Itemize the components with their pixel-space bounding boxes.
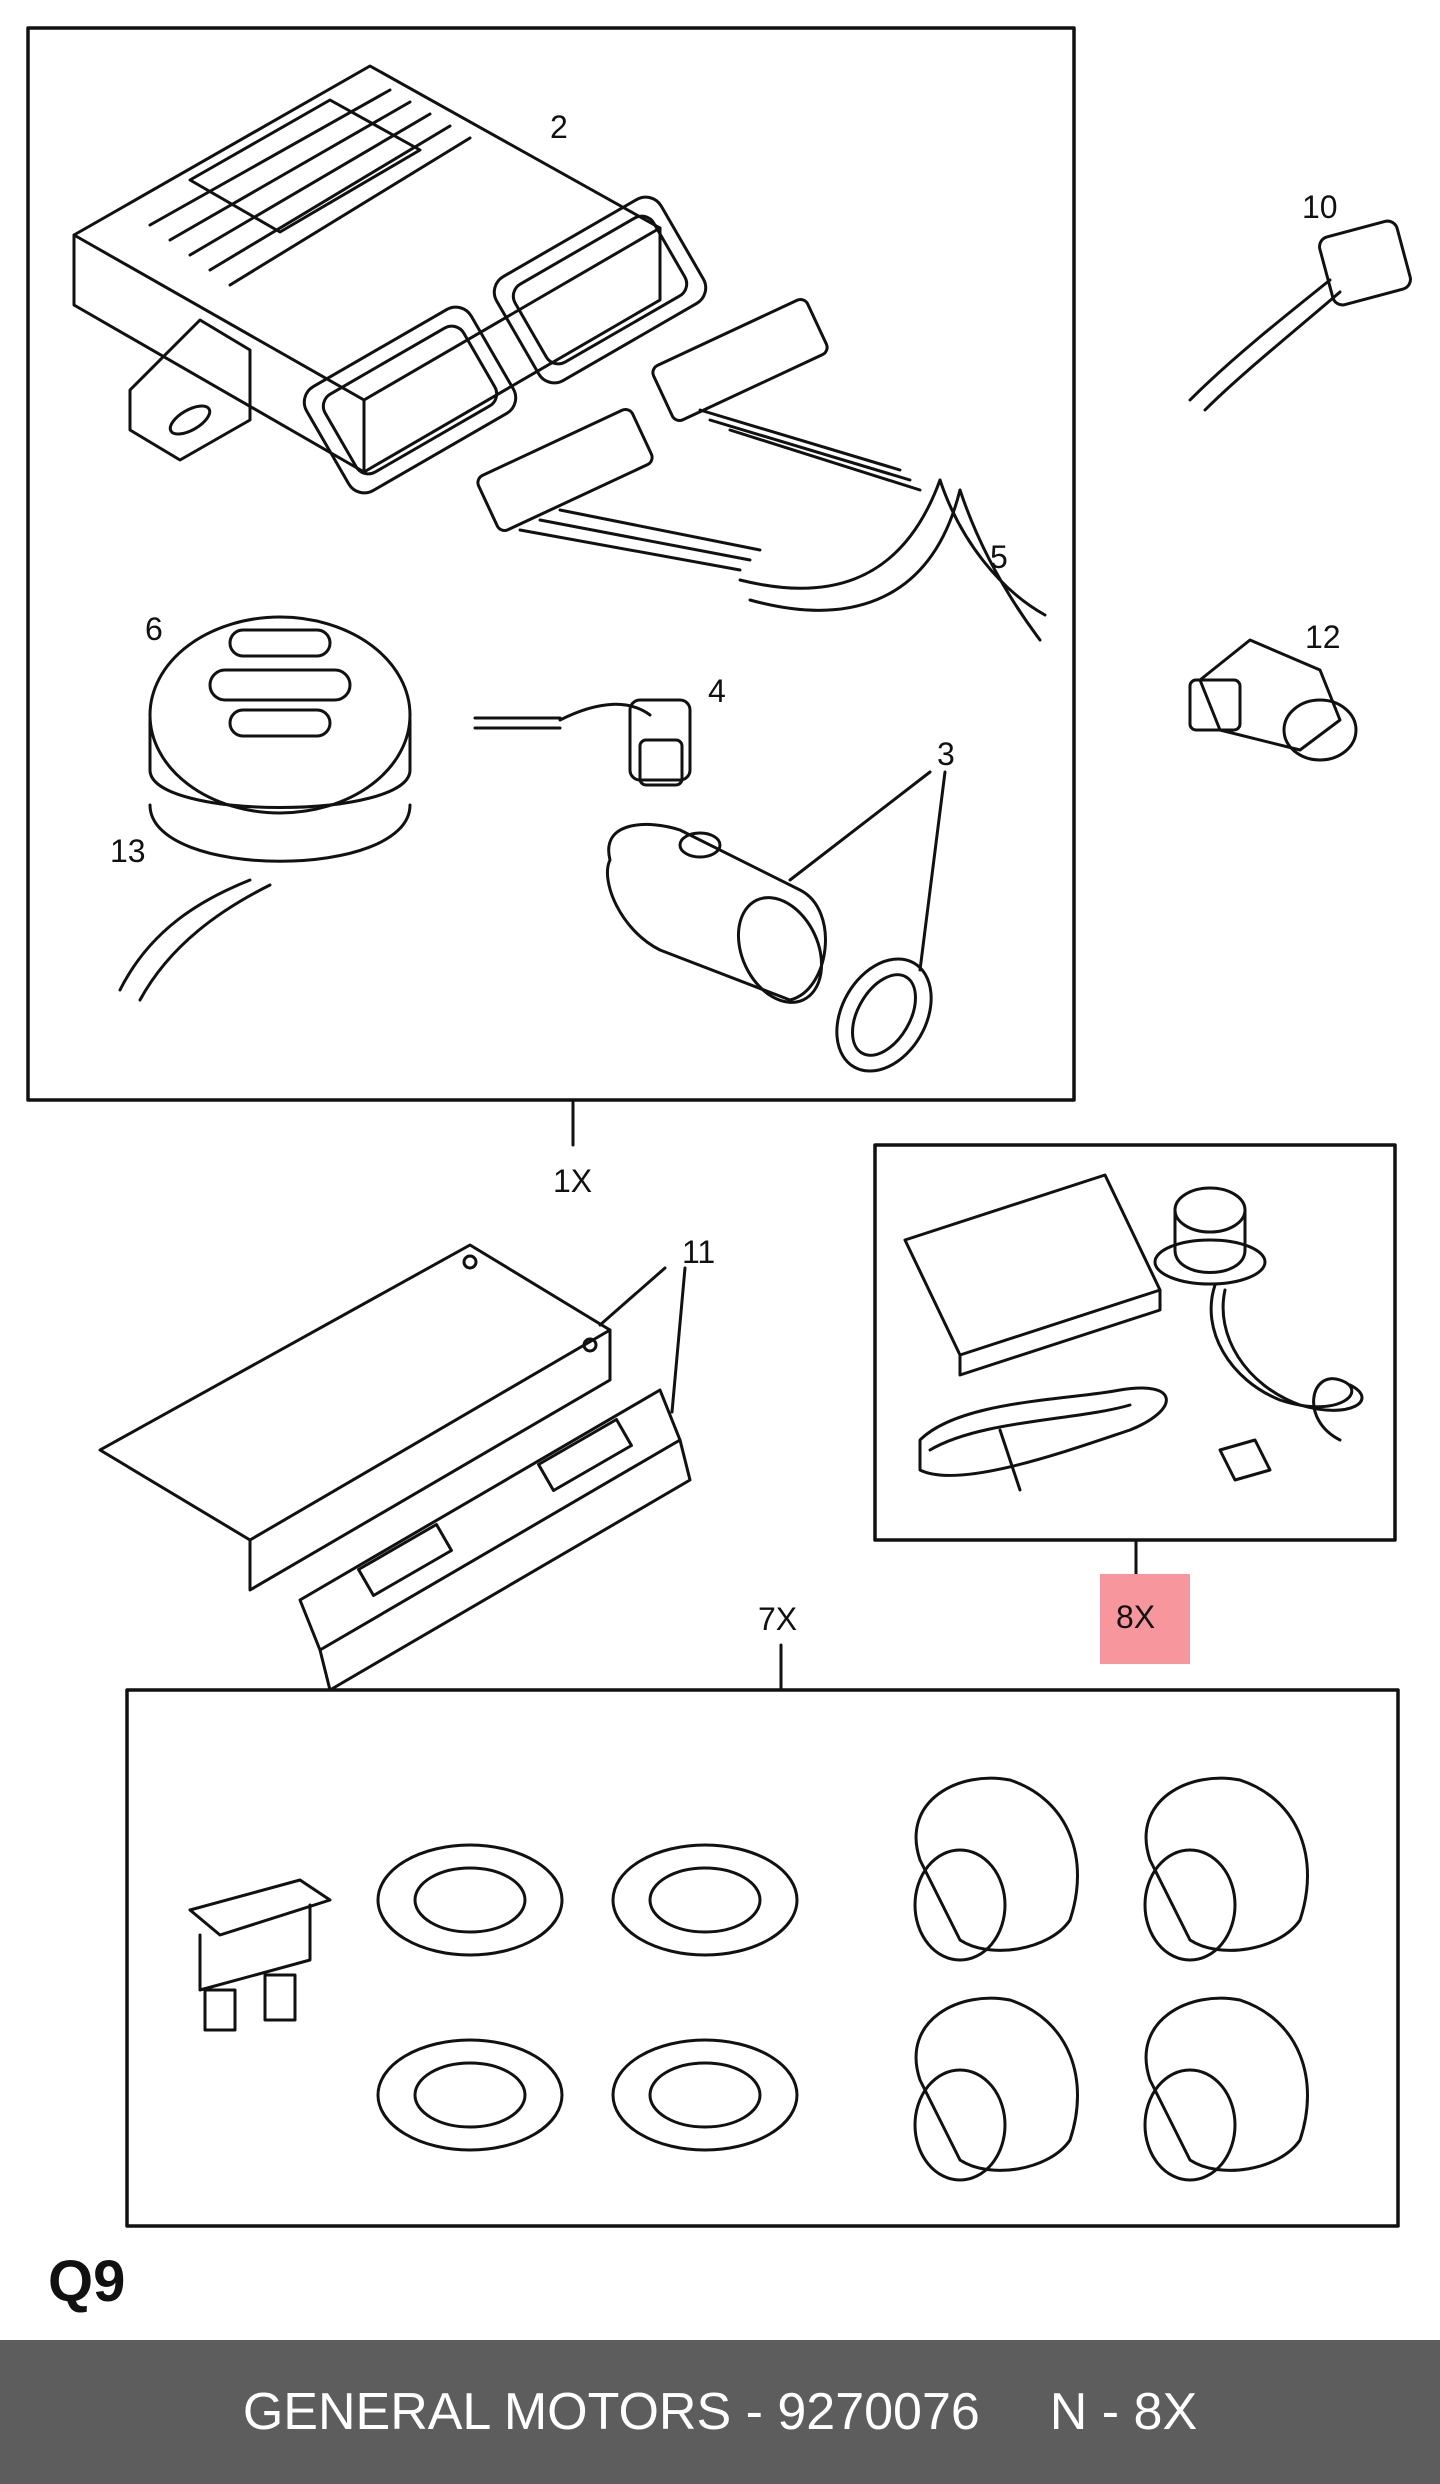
- connector-10: [1188, 219, 1412, 412]
- footer-part-number: GENERAL MOTORS - 9270076: [242, 2383, 980, 2441]
- kit-7x-frame: [125, 1688, 1400, 2228]
- wiring-harness-5: [476, 298, 1047, 642]
- retrofit-kit-8x: [903, 1173, 1364, 1492]
- footer-bar: GENERAL MOTORS - 9270076 N - 8X: [0, 2340, 1440, 2484]
- kit-1x-frame: [26, 26, 1076, 1102]
- control-module-2: [72, 64, 708, 495]
- label-3: 3: [937, 736, 955, 772]
- label-10: 10: [1302, 189, 1338, 225]
- label-11: 11: [682, 1234, 715, 1270]
- connector-4: [473, 698, 692, 787]
- label-4: 4: [708, 673, 726, 709]
- bracket-11: [98, 1243, 692, 1692]
- label-12: 12: [1305, 619, 1341, 655]
- sensor-housings-7x: [913, 1776, 1309, 2182]
- buzzer-6: [118, 615, 412, 1002]
- sensor-3: [605, 770, 947, 1073]
- label-7x: 7X: [758, 1601, 797, 1637]
- label-13: 13: [110, 833, 146, 869]
- label-5: 5: [990, 539, 1008, 575]
- page-code: Q9: [48, 2249, 126, 2314]
- label-8x: 8X: [1116, 1599, 1155, 1635]
- highlight-8x: [1100, 1574, 1190, 1664]
- fuse-7x: [188, 1878, 332, 2032]
- footer-position: N - 8X: [1049, 2383, 1198, 2441]
- mounting-rings-7x: [376, 1843, 799, 2152]
- label-6: 6: [145, 611, 163, 647]
- sensor-12: [1188, 638, 1358, 762]
- label-2: 2: [550, 109, 568, 145]
- label-1x: 1X: [553, 1163, 592, 1199]
- parts-diagram: 2 10 5 12 6 4 3 13 1X 11 7X 8X: [26, 26, 1412, 2228]
